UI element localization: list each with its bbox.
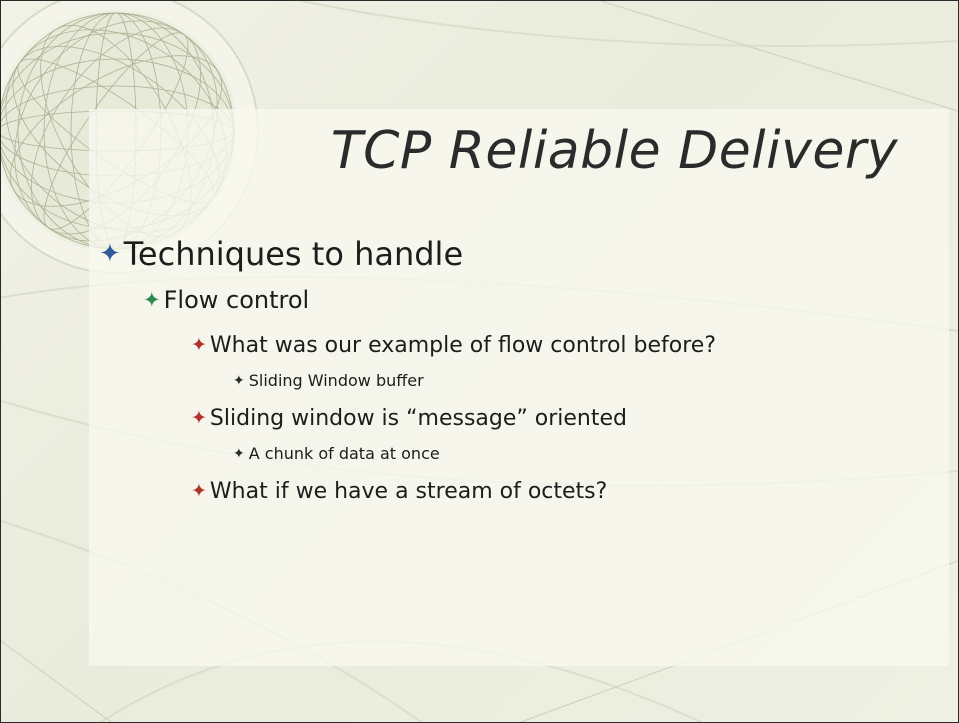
four-point-star-icon: ✦	[233, 372, 245, 389]
bullet-text: What was our example of flow control bef…	[209, 333, 717, 358]
bullet-level4: ✦ Sliding Window buffer	[233, 371, 424, 390]
bullet-text: What if we have a stream of octets?	[209, 479, 608, 504]
bullet-text: Sliding Window buffer	[248, 371, 424, 390]
four-point-star-icon: ✦	[143, 287, 161, 312]
slide-title: TCP Reliable Delivery	[330, 121, 898, 181]
content-panel	[89, 109, 949, 666]
bullet-level3: ✦ What was our example of flow control b…	[191, 333, 716, 358]
bullet-level4: ✦ A chunk of data at once	[233, 444, 440, 463]
four-point-star-icon: ✦	[233, 445, 245, 462]
bullet-level3: ✦ What if we have a stream of octets?	[191, 479, 607, 504]
bullet-level2: ✦ Flow control	[143, 286, 309, 314]
bullet-text: Flow control	[163, 286, 310, 314]
bullet-text: Techniques to handle	[123, 235, 464, 273]
bullet-text: Sliding window is “message” oriented	[209, 406, 627, 431]
four-point-star-icon: ✦	[191, 407, 207, 429]
bullet-level3: ✦ Sliding window is “message” oriented	[191, 406, 627, 431]
four-point-star-icon: ✦	[191, 334, 207, 356]
bullet-level1: ✦ Techniques to handle	[99, 235, 463, 273]
bullet-text: A chunk of data at once	[248, 444, 440, 463]
four-point-star-icon: ✦	[191, 480, 207, 502]
four-point-star-icon: ✦	[99, 239, 121, 269]
